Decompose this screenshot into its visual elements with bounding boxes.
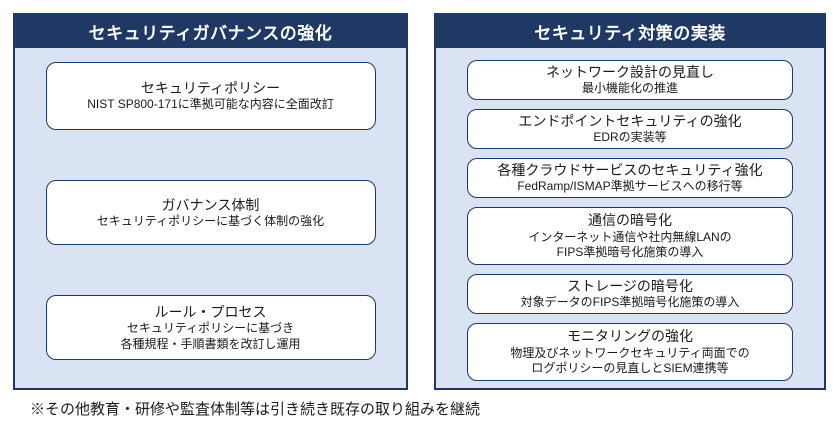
panel-header-security-implementation: セキュリティ対策の実装 [436,15,824,48]
panel-body-security-implementation: ネットワーク設計の見直し 最小機能化の推進 エンドポイントセキュリティの強化 E… [436,48,824,388]
panel-security-implementation: セキュリティ対策の実装 ネットワーク設計の見直し 最小機能化の推進 エンドポイン… [434,13,826,390]
panel-body-security-governance: セキュリティポリシー NIST SP800-171に準拠可能な内容に全面改訂 ガ… [15,48,406,388]
box-governance-structure-sub: セキュリティポリシーに基づく体制の強化 [96,213,325,228]
box-governance-structure: ガバナンス体制 セキュリティポリシーに基づく体制の強化 [45,180,376,245]
box-cloud-service-security: 各種クラウドサービスのセキュリティ強化 FedRamp/ISMAP準拠サービスへ… [467,158,793,198]
box-endpoint-security-sub: EDRの実装等 [593,130,667,145]
panel-title-security-governance: セキュリティガバナンスの強化 [88,24,333,43]
box-monitoring-title: モニタリングの強化 [567,328,693,345]
box-monitoring: モニタリングの強化 物理及びネットワークセキュリティ両面での ログポリシーの見直… [467,323,793,381]
panel-header-security-governance: セキュリティガバナンスの強化 [15,15,406,48]
box-security-policy-sub: NIST SP800-171に準拠可能な内容に全面改訂 [87,97,334,112]
box-communication-encryption-sub-2: FIPS準拠暗号化施策の導入 [556,245,704,260]
box-network-design: ネットワーク設計の見直し 最小機能化の推進 [467,60,793,100]
box-endpoint-security: エンドポイントセキュリティの強化 EDRの実装等 [467,109,793,149]
box-network-design-sub: 最小機能化の推進 [581,81,678,96]
panel-security-governance: セキュリティガバナンスの強化 セキュリティポリシー NIST SP800-171… [13,13,408,390]
box-governance-structure-title: ガバナンス体制 [161,196,260,213]
box-communication-encryption: 通信の暗号化 インターネット通信や社内無線LANの FIPS準拠暗号化施策の導入 [467,207,793,265]
box-storage-encryption-sub: 対象データのFIPS準拠暗号化施策の導入 [520,295,740,310]
box-security-policy: セキュリティポリシー NIST SP800-171に準拠可能な内容に全面改訂 [45,62,376,130]
box-cloud-service-security-sub: FedRamp/ISMAP準拠サービスへの移行等 [517,179,743,194]
box-monitoring-sub-2: ログポリシーの見直しとSIEM連携等 [531,361,729,376]
box-rules-process-sub-1: セキュリティポリシーに基づき [126,321,295,335]
box-security-policy-title: セキュリティポリシー [140,80,281,97]
box-communication-encryption-sub-1: インターネット通信や社内無線LANの [528,229,732,244]
box-storage-encryption: ストレージの暗号化 対象データのFIPS準拠暗号化施策の導入 [467,274,793,314]
box-rules-process-title: ルール・プロセス [154,303,267,320]
box-cloud-service-security-title: 各種クラウドサービスのセキュリティ強化 [497,162,763,179]
panel-title-security-implementation: セキュリティ対策の実装 [534,24,726,43]
box-rules-process-sub-2: 各種規程・手順書類を改訂し運用 [120,336,301,351]
box-monitoring-sub-1: 物理及びネットワークセキュリティ両面での [510,345,750,360]
box-communication-encryption-title: 通信の暗号化 [588,212,672,229]
footer-note: ※その他教育・研修や監査体制等は引き続き既存の取り組みを継続 [30,401,481,418]
box-storage-encryption-title: ストレージの暗号化 [567,278,693,295]
box-network-design-title: ネットワーク設計の見直し [546,64,714,81]
box-rules-process: ルール・プロセス セキュリティポリシーに基づき 各種規程・手順書類を改訂し運用 [45,295,376,360]
box-endpoint-security-title: エンドポイントセキュリティの強化 [518,113,742,130]
